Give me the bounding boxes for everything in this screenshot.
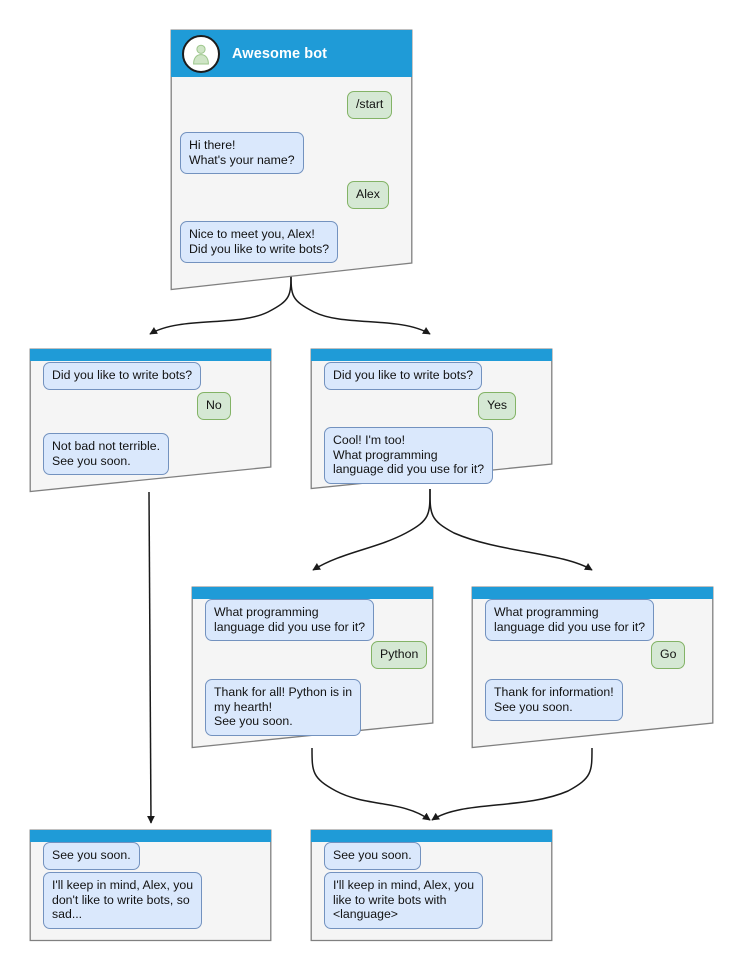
message-bubble-bot[interactable]: Did you like to write bots? bbox=[324, 362, 483, 390]
node-go-branch-header bbox=[472, 587, 713, 599]
node-root-header: Awesome bot bbox=[171, 30, 412, 77]
node-no-branch[interactable]: Did you like to write bots? No Not bad n… bbox=[29, 348, 272, 493]
edge-no-to-end-sad bbox=[147, 491, 155, 824]
edge-go-to-end-happy bbox=[431, 747, 593, 821]
message-bubble-bot[interactable]: Did you like to write bots? bbox=[43, 362, 202, 390]
message-bubble-user[interactable]: /start bbox=[347, 91, 393, 119]
message-bubble-bot[interactable]: Cool! I'm too! What programming language… bbox=[324, 427, 494, 484]
node-yes-branch[interactable]: Did you like to write bots? Yes Cool! I'… bbox=[310, 348, 553, 490]
edge-yes-to-python bbox=[312, 488, 431, 571]
message-bubble-bot[interactable]: Nice to meet you, Alex! Did you like to … bbox=[180, 221, 339, 264]
message-bubble-user[interactable]: Yes bbox=[478, 392, 517, 420]
message-bubble-bot[interactable]: I'll keep in mind, Alex, you like to wri… bbox=[324, 872, 484, 929]
message-bubble-user[interactable]: No bbox=[197, 392, 231, 420]
node-python-branch[interactable]: What programming language did you use fo… bbox=[191, 586, 434, 749]
node-end-sad-header bbox=[30, 830, 271, 842]
node-go-branch[interactable]: What programming language did you use fo… bbox=[471, 586, 714, 749]
message-bubble-user[interactable]: Python bbox=[371, 641, 428, 669]
message-bubble-bot[interactable]: See you soon. bbox=[324, 842, 421, 870]
node-root[interactable]: Awesome bot /start Hi there! What's your… bbox=[170, 29, 413, 291]
node-end-happy[interactable]: See you soon. I'll keep in mind, Alex, y… bbox=[310, 829, 553, 942]
person-icon bbox=[182, 34, 220, 73]
node-end-sad[interactable]: See you soon. I'll keep in mind, Alex, y… bbox=[29, 829, 272, 942]
message-bubble-bot[interactable]: Hi there! What's your name? bbox=[180, 132, 304, 175]
node-yes-branch-header bbox=[311, 349, 552, 361]
message-bubble-bot[interactable]: See you soon. bbox=[43, 842, 140, 870]
node-no-branch-header bbox=[30, 349, 271, 361]
node-end-happy-header bbox=[311, 830, 552, 842]
message-bubble-user[interactable]: Alex bbox=[347, 181, 389, 209]
message-bubble-bot[interactable]: Thank for all! Python is in my hearth! S… bbox=[205, 679, 362, 736]
message-bubble-bot[interactable]: Thank for information! See you soon. bbox=[485, 679, 623, 722]
bot-title: Awesome bot bbox=[232, 45, 328, 62]
message-bubble-bot[interactable]: Not bad not terrible. See you soon. bbox=[43, 433, 170, 476]
message-bubble-user[interactable]: Go bbox=[651, 641, 686, 669]
message-bubble-bot[interactable]: I'll keep in mind, Alex, you don't like … bbox=[43, 872, 203, 929]
message-bubble-bot[interactable]: What programming language did you use fo… bbox=[205, 599, 375, 642]
edge-python-to-end-happy bbox=[311, 747, 431, 821]
message-bubble-bot[interactable]: What programming language did you use fo… bbox=[485, 599, 655, 642]
edge-yes-to-go bbox=[429, 488, 593, 571]
node-python-branch-header bbox=[192, 587, 433, 599]
